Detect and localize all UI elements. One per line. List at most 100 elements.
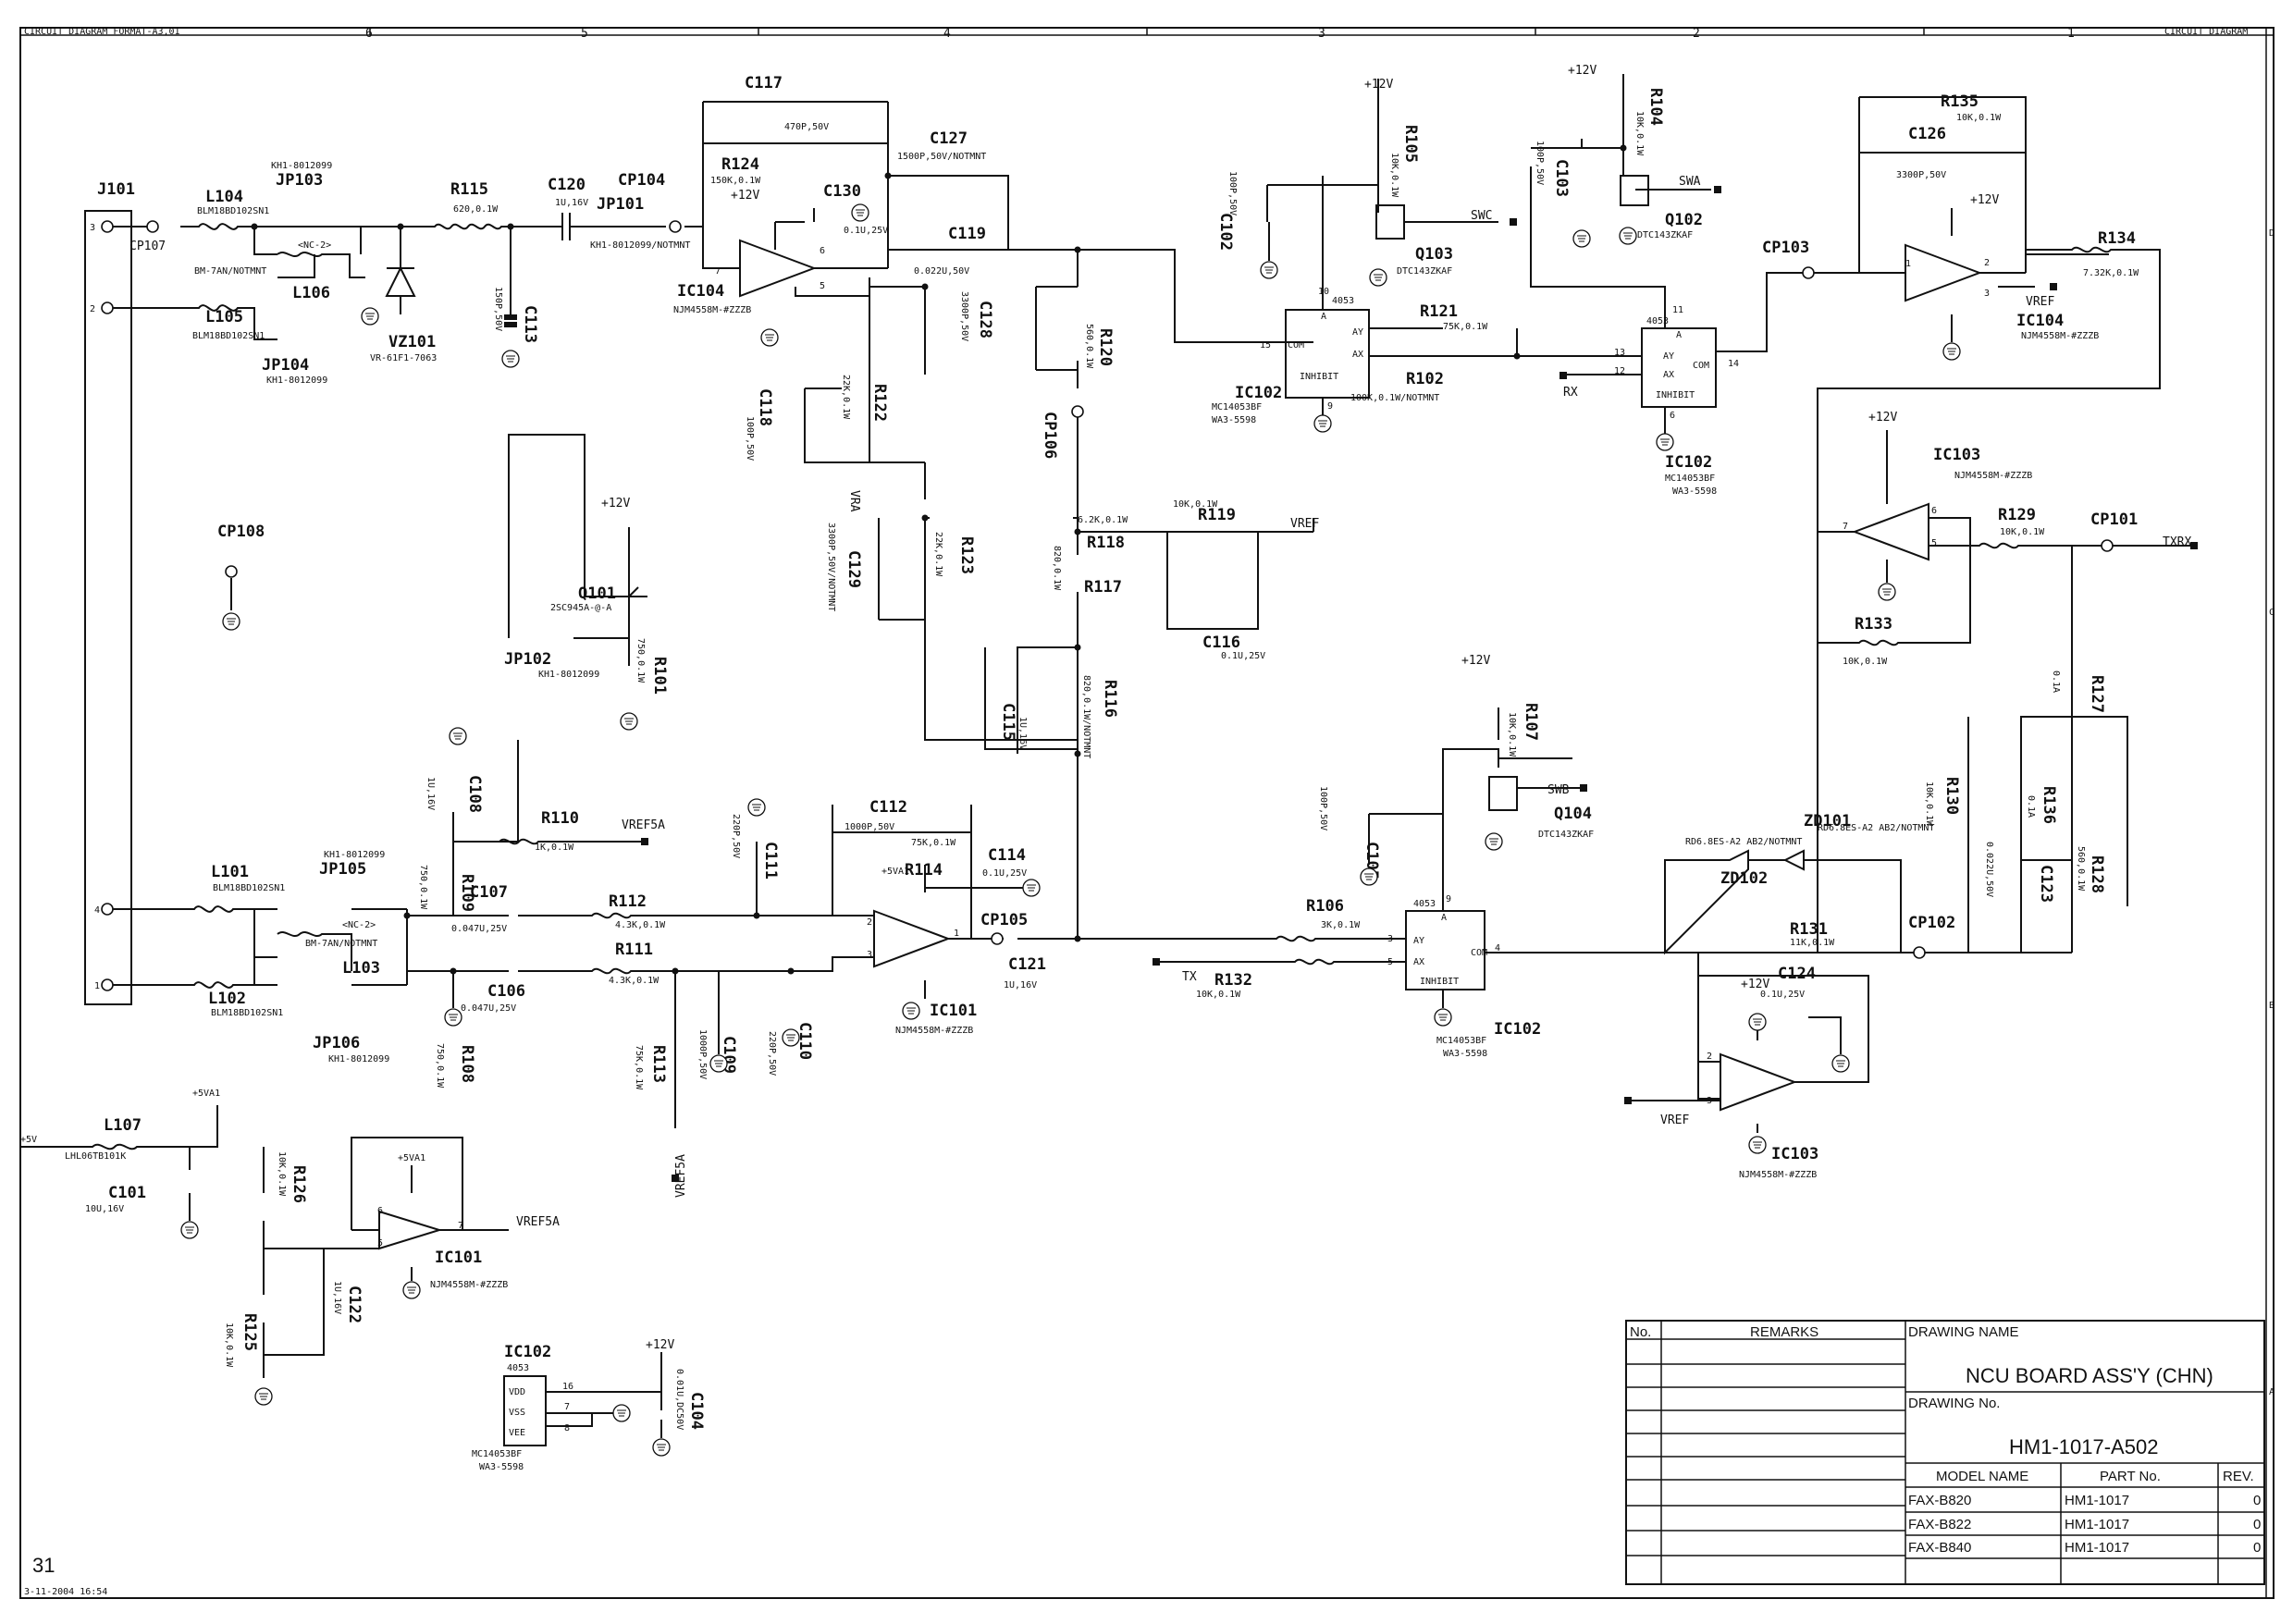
r110-wire [453,838,641,845]
value-c110: 220P,50V [767,1031,777,1076]
value-r109: 750,0.1W [418,865,428,910]
value-c104: 0.01U,DC50V [674,1369,684,1430]
pin-ic102u-10: 10 [1318,287,1329,297]
value-c127: 1500P,50V/NOTMNT [897,152,986,162]
value-l103: BM-7AN/NOTMNT [305,939,377,949]
label-jp102: JP102 [504,650,551,669]
ic102-upper-block [1175,79,1517,425]
label-q102: Q102 [1665,211,1703,229]
value-c108: 1U,16V [425,777,436,810]
value-zd101: RD6.8ES-A2 AB2/NOTMNT [1818,823,1934,833]
label-c130: C130 [823,182,861,201]
value-r132: 10K,0.1W [1196,990,1241,1000]
label-r117: R117 [1084,578,1122,597]
model-name-header: MODEL NAME [1936,1469,2028,1484]
value-c130: 0.1U,25V [844,226,888,236]
label-ic102-lower: IC102 [1494,1020,1541,1039]
net-12v-ic104: +12V [731,189,759,203]
j101-pin2: 2 [90,304,95,314]
value-q101: 2SC945A-@-A [550,603,611,613]
model-row-3: FAX-B840 [1908,1540,1971,1556]
value-c121: 1U,16V [1004,980,1037,990]
label-r122: R122 [870,384,889,422]
value-r118: 6.2K,0.1W [1078,515,1128,525]
net-vref5a-r110: VREF5A [622,818,665,832]
value2-ic102-upper: WA3-5598 [1212,415,1256,425]
title-remarks-header: REMARKS [1750,1324,1818,1340]
pin-ic103m-7: 7 [1843,522,1848,532]
wires-lower-input [113,740,832,1128]
pin-ic101-3: 3 [867,950,872,960]
value2-ic102-lower: WA3-5598 [1443,1049,1487,1059]
label-r131: R131 [1790,920,1828,939]
label-c117: C117 [745,74,783,92]
rev-header: REV. [2223,1469,2254,1484]
value1-ic102-upper: MC14053BF [1212,402,1262,412]
label-cp105: CP105 [980,911,1028,929]
label-c116: C116 [1202,634,1240,652]
title-block [1625,1320,2265,1585]
value-r125: 10K,0.1W [224,1323,234,1368]
value-c106: 0.047U,25V [461,1003,516,1014]
ic102-right-block [1516,166,1804,435]
rev-row-2: 0 [2253,1517,2261,1532]
pin-ic101-1: 1 [954,929,959,939]
zone-c: C [2269,608,2275,618]
zone-4: 4 [943,27,951,41]
value-ic101-buf: NJM4558M-#ZZZB [430,1280,508,1290]
value-l101: BLM18BD102SN1 [213,883,285,893]
q103-body [1375,204,1405,240]
pin-ic102r-inhibit: INHIBIT [1656,390,1695,400]
net-12v-ic104r: +12V [1970,193,1999,207]
label-r110: R110 [541,809,579,828]
label-c124: C124 [1778,965,1816,983]
label-c114: C114 [988,846,1026,865]
pin-ic102u-inhibit: INHIBIT [1300,372,1338,382]
q102-transistor [1531,74,1711,206]
label-r102: R102 [1406,370,1444,388]
net-swc: SWC [1471,209,1492,223]
label-c119: C119 [948,225,986,243]
j101-pin1: 1 [94,981,100,991]
label-cp103: CP103 [1762,239,1809,257]
pin-ic101b-6: 6 [377,1206,383,1216]
label-r130: R130 [1942,777,1961,815]
ic102-power-block [503,1352,662,1446]
net-vref5a-r113: VREF5A [674,1154,688,1198]
net-vra: VRA [847,490,861,512]
pin-ic104-5: 5 [820,281,825,291]
value-c113: 150P,50V [493,287,503,331]
zone-3: 3 [1318,27,1325,41]
power-supply [20,1105,509,1378]
value-r102: 100K,0.1W/NOTMNT [1350,393,1439,403]
zone-b: B [2269,1001,2275,1011]
label-ic101-buf: IC101 [435,1249,482,1267]
pin-ic102u-15: 15 [1260,340,1271,351]
label-c113: C113 [521,305,539,343]
value-ic103-middle: NJM4558M-#ZZZB [1954,471,2032,481]
print-timestamp: 3-11-2004 16:54 [24,1587,107,1597]
net-rx: RX [1563,386,1578,400]
net-vref-r119: VREF [1290,517,1319,531]
value-r111: 4.3K,0.1W [609,976,660,986]
value-c111: 220P,50V [731,814,741,858]
label-ic102-upper: IC102 [1235,384,1282,402]
value-r101: 750,0.1W [635,638,646,683]
value-zd102: RD6.8ES-A2 AB2/NOTMNT [1685,837,1802,847]
zone-6: 6 [365,27,373,41]
pin-ic102r-13: 13 [1614,348,1625,358]
value-c105: 100P,50V [1318,786,1328,830]
label-jp103: JP103 [276,171,323,190]
drawing-no-label: DRAWING No. [1908,1396,2000,1411]
label-ic103-middle: IC103 [1933,446,1980,464]
label-ic104-right: IC104 [2016,312,2064,330]
label-r113: R113 [649,1045,668,1083]
pin-ic102r-a: A [1676,330,1682,340]
label-c112: C112 [869,798,907,817]
label-c123: C123 [2037,865,2055,903]
chip-ic102-lower: 4053 [1413,899,1436,909]
label-cp108: CP108 [217,523,265,541]
label-jp101: JP101 [597,195,644,214]
value-r123: 22K,0.1W [933,532,943,577]
value2-ic102-power: WA3-5598 [479,1462,524,1472]
